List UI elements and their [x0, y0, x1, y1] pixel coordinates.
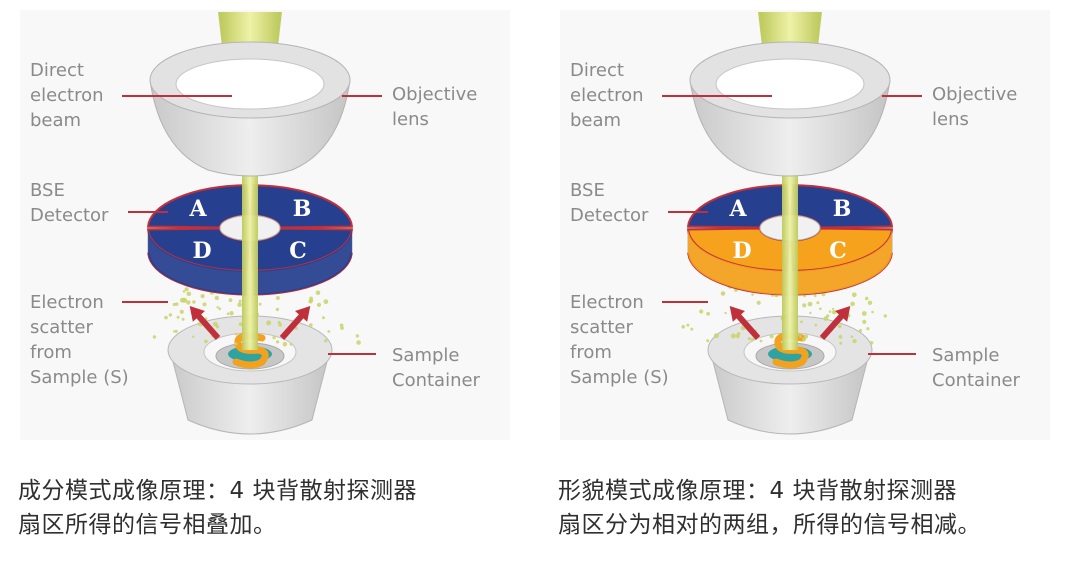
caption-line-1: 形貌模式成像原理：4 块背散射探测器 — [558, 478, 957, 504]
leader-lines — [122, 95, 382, 355]
bse-detector-diagram: A BC D — [122, 12, 382, 435]
arrow-head-icon — [729, 306, 745, 322]
objective-lens — [689, 41, 891, 177]
caption-line-1: 成分模式成像原理：4 块背散射探测器 — [18, 478, 417, 504]
arrow-head-icon — [295, 306, 311, 322]
segment-label-a: A — [188, 196, 207, 222]
segment-label-c: C — [289, 238, 307, 264]
segment-label-d: D — [192, 238, 211, 264]
arrow-head-icon — [189, 306, 205, 322]
caption: 成分模式成像原理：4 块背散射探测器 扇区所得的信号相叠加。 — [18, 474, 538, 542]
caption-line-2: 扇区分为相对的两组，所得的信号相减。 — [558, 512, 981, 538]
segment-label-a: A — [728, 196, 747, 222]
arrow-head-icon — [835, 306, 851, 322]
sample-container — [167, 315, 333, 435]
segment-label-c: C — [829, 238, 847, 264]
caption: 形貌模式成像原理：4 块背散射探测器 扇区分为相对的两组，所得的信号相减。 — [558, 474, 1078, 542]
caption-line-2: 扇区所得的信号相叠加。 — [18, 512, 277, 538]
segment-label-d: D — [732, 238, 751, 264]
segment-label-b: B — [293, 196, 312, 222]
objective-lens — [149, 41, 351, 177]
scatter-arrows — [729, 306, 851, 340]
scatter-arrows — [189, 306, 311, 340]
bse-detector-diagram: A BC D — [662, 12, 922, 435]
leader-lines — [662, 95, 922, 355]
segment-label-b: B — [833, 196, 852, 222]
